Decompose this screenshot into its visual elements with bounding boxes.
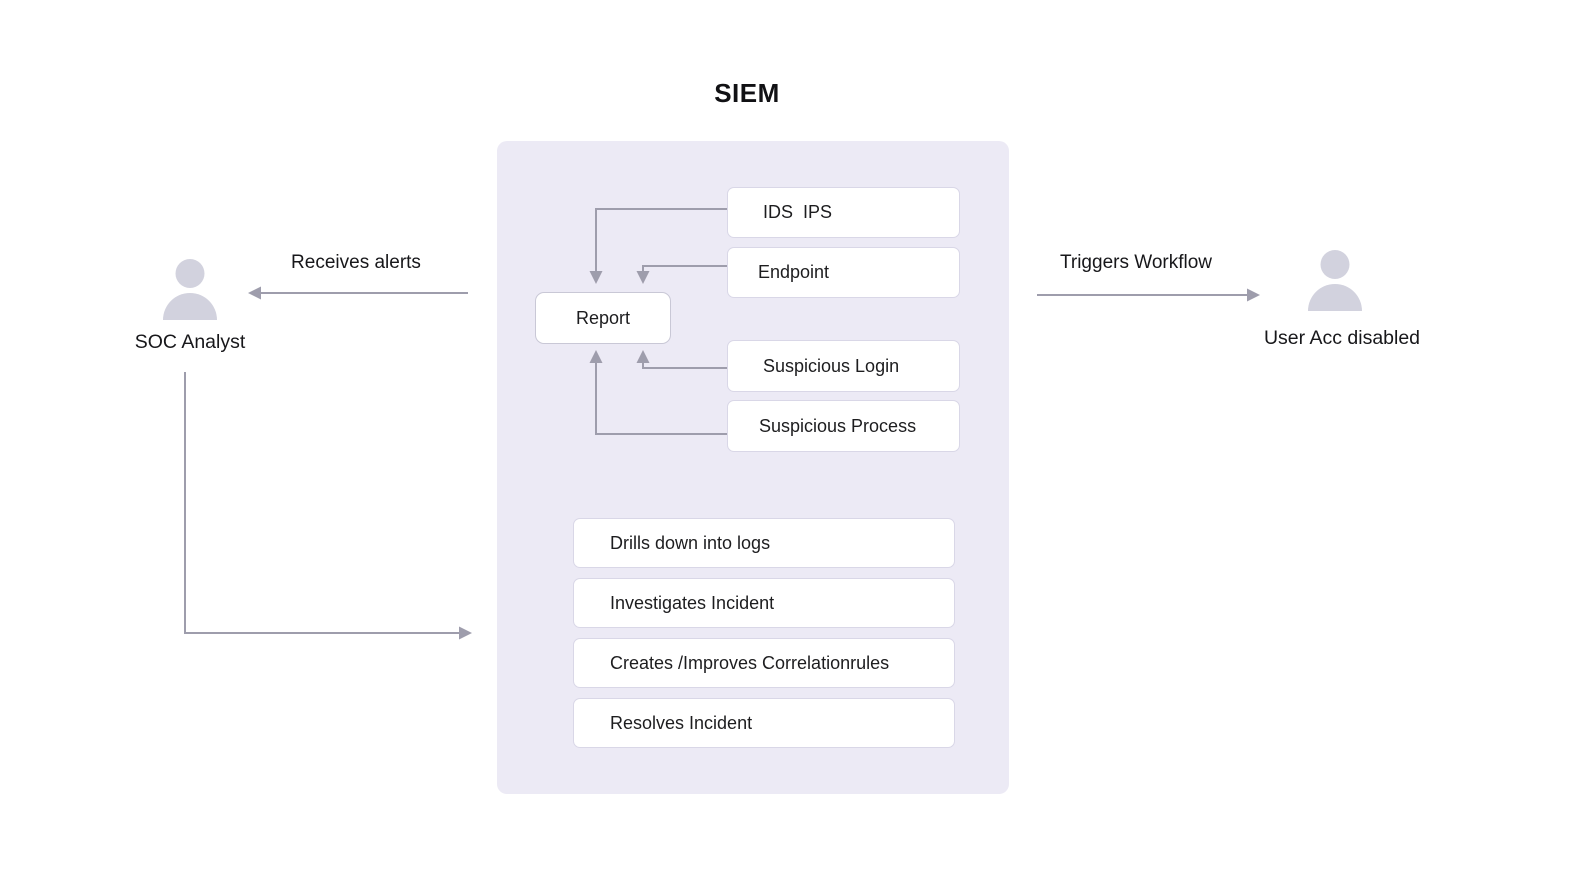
- siem-panel: [497, 141, 1009, 794]
- source-node-suspicious-login: Suspicious Login: [727, 340, 960, 392]
- activity-node-label: Resolves Incident: [610, 712, 753, 733]
- person-torso-icon: [163, 293, 217, 320]
- soc-analyst-person-icon: [163, 259, 217, 320]
- source-node-endpoint: Endpoint: [727, 247, 960, 298]
- report-node-label: Report: [575, 307, 631, 328]
- page-title: SIEM: [714, 78, 780, 108]
- user-person-icon: [1308, 250, 1362, 311]
- person-head-icon: [175, 259, 205, 288]
- activity-node-investigates: Investigates Incident: [573, 578, 955, 628]
- source-node-suspicious-process: Suspicious Process: [727, 400, 960, 452]
- source-node-ids-ips: IDS IPS: [727, 187, 960, 238]
- source-node-label: Endpoint: [758, 262, 830, 282]
- user-acc-disabled-label: User Acc disabled: [1263, 327, 1421, 349]
- triggers-workflow-label: Triggers Workflow: [1059, 252, 1213, 273]
- activity-node-label: Drills down into logs: [610, 532, 771, 553]
- activity-node-label: Investigates Incident: [610, 592, 775, 613]
- soc-analyst-label: SOC Analyst: [134, 331, 246, 353]
- activity-node-label: Creates /Improves Correlationrules: [610, 652, 890, 673]
- person-torso-icon: [1308, 284, 1362, 311]
- source-node-label: IDS IPS: [763, 202, 833, 222]
- activity-node-resolves: Resolves Incident: [573, 698, 955, 748]
- source-node-label: Suspicious Login: [763, 355, 900, 376]
- person-head-icon: [1320, 250, 1350, 279]
- report-node: Report: [535, 292, 671, 344]
- source-node-label: Suspicious Process: [759, 415, 917, 436]
- activity-node-drills-down: Drills down into logs: [573, 518, 955, 568]
- receives-alerts-label: Receives alerts: [291, 252, 421, 273]
- arrow-soc-analyst-to-siem: [184, 372, 472, 640]
- activity-node-correlation-rules: Creates /Improves Correlationrules: [573, 638, 955, 688]
